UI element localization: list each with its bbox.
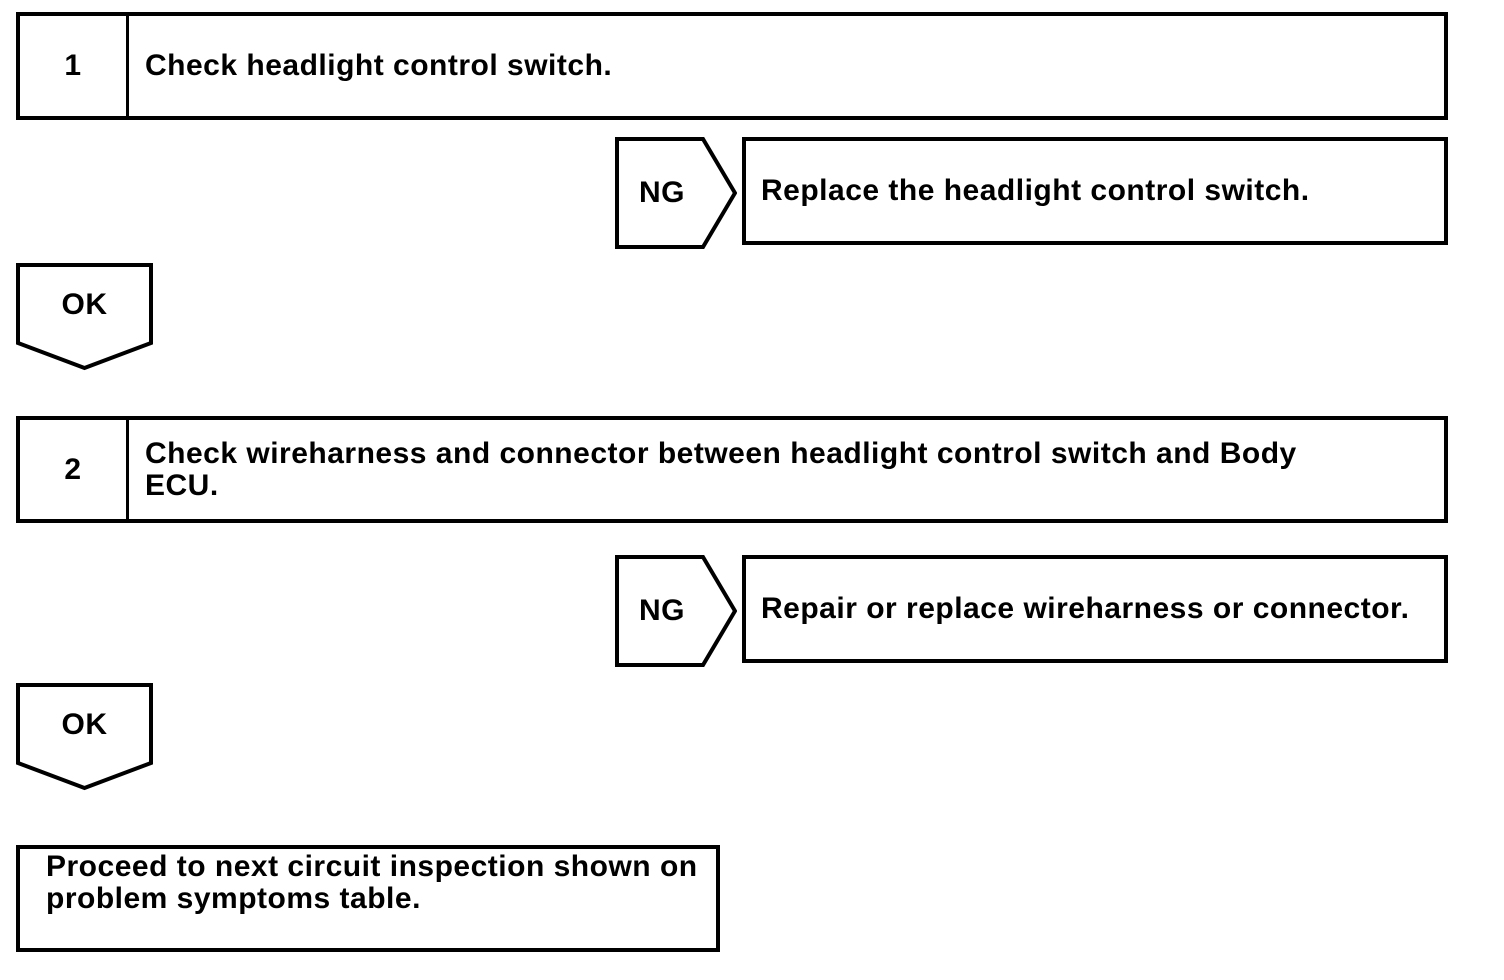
step-1-number-cell: 1 — [20, 16, 129, 116]
final-text: Proceed to next circuit inspection shown… — [46, 850, 698, 915]
final-box: Proceed to next circuit inspection shown… — [16, 845, 720, 952]
ng-arrow-1: NG — [615, 137, 737, 249]
ng-result-1-text: Replace the headlight control switch. — [761, 174, 1310, 207]
step-1-box: 1 Check headlight control switch. — [16, 12, 1448, 120]
step-2-number-cell: 2 — [20, 420, 129, 519]
ok-arrow-2: OK — [16, 683, 153, 791]
ng-arrow-2: NG — [615, 555, 737, 667]
ng-result-1-box: Replace the headlight control switch. — [742, 137, 1448, 245]
ok-arrow-1-icon — [16, 263, 153, 371]
ng-arrow-1-icon — [615, 137, 737, 249]
step-1-number: 1 — [64, 49, 82, 82]
step-2-instruction-cell: Check wireharness and connector between … — [129, 420, 1444, 519]
ok-arrow-2-icon — [16, 683, 153, 791]
step-2-box: 2 Check wireharness and connector betwee… — [16, 416, 1448, 523]
ng-label-1: NG — [639, 176, 685, 209]
step-1-instruction: Check headlight control switch. — [145, 49, 613, 82]
ng-label-2: NG — [639, 594, 685, 627]
ok-arrow-1: OK — [16, 263, 153, 371]
ng-result-2-text: Repair or replace wireharness or connect… — [761, 592, 1410, 625]
ng-result-2-box: Repair or replace wireharness or connect… — [742, 555, 1448, 663]
step-1-instruction-cell: Check headlight control switch. — [129, 16, 1444, 116]
ok-label-1: OK — [61, 288, 108, 321]
step-2-instruction: Check wireharness and connector between … — [145, 436, 1297, 502]
step-2-number: 2 — [64, 452, 82, 486]
ng-arrow-2-icon — [615, 555, 737, 667]
ok-label-2: OK — [61, 708, 108, 741]
